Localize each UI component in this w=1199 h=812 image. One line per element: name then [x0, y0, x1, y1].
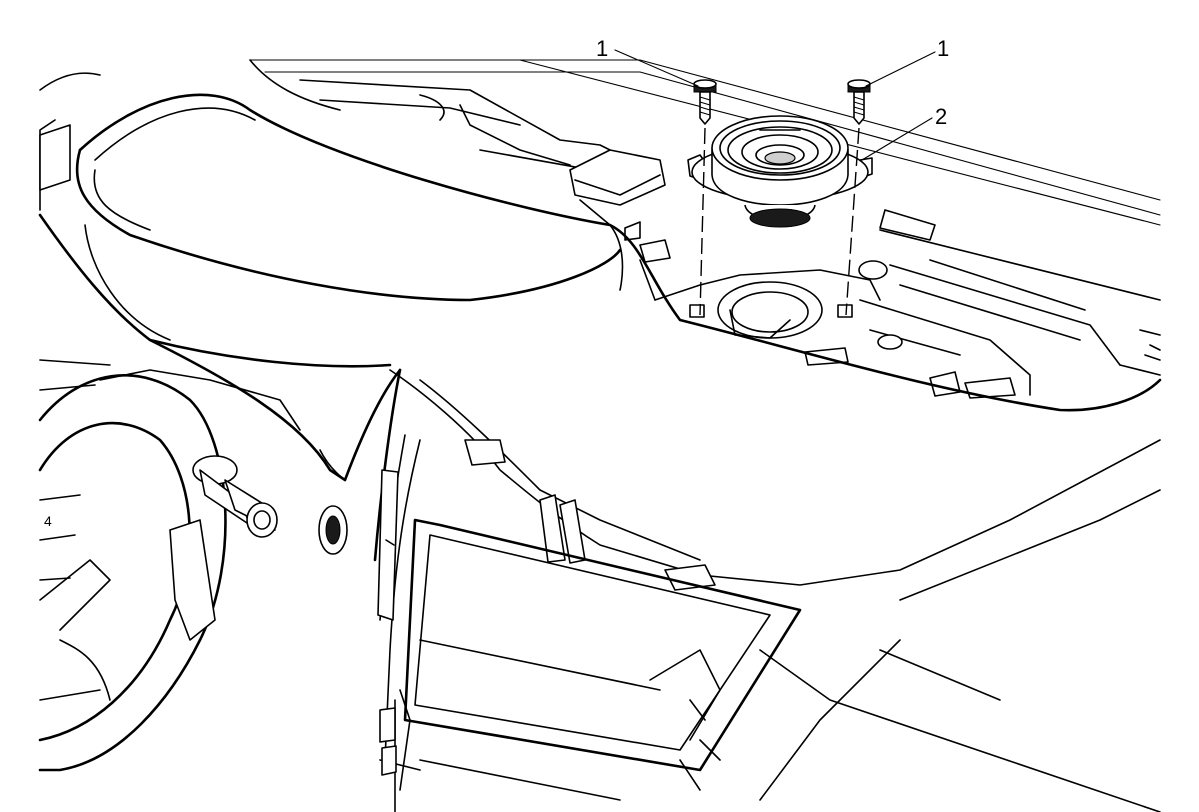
- instrument-panel-structure: [38, 59, 1162, 812]
- speaker-assembly: [687, 115, 873, 228]
- svg-text:4: 4: [44, 513, 52, 529]
- callout-label-1-left: 1: [596, 36, 608, 61]
- callout-1-right: 1: [865, 36, 949, 87]
- screw-left: [693, 79, 717, 125]
- steering-wheel: 4: [38, 359, 301, 772]
- installation-guide-lines: [699, 127, 860, 316]
- callout-1-left: 1: [596, 36, 699, 87]
- callout-label-2: 2: [935, 104, 947, 129]
- callout-label-1-right: 1: [937, 36, 949, 61]
- callout-2: 2: [861, 104, 947, 161]
- screw-right: [847, 79, 871, 125]
